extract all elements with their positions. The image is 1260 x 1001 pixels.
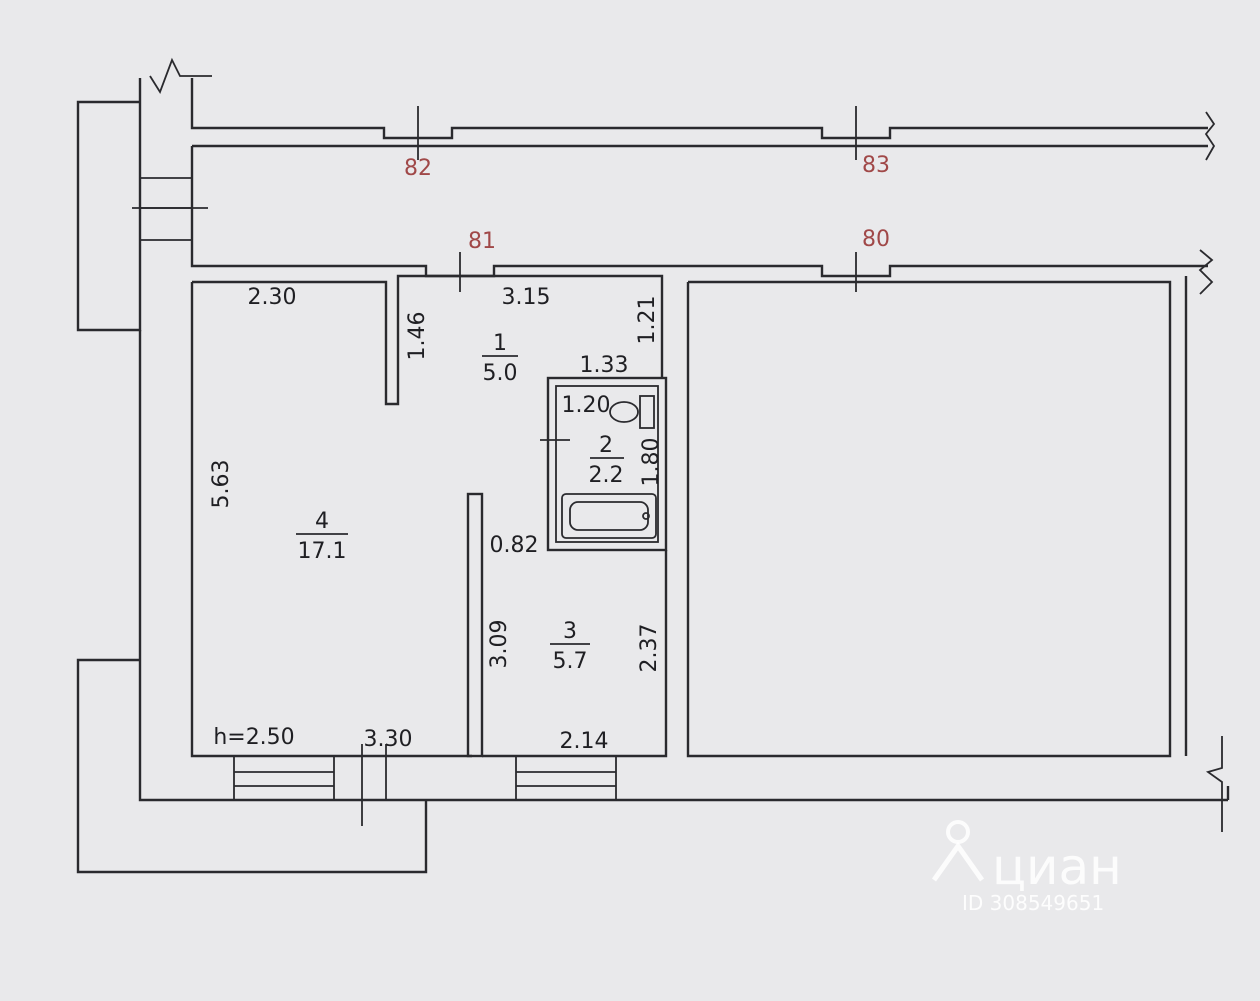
dimension-1-21: 1.21 — [635, 296, 660, 345]
dimension-0-82: 0.82 — [490, 533, 539, 558]
axis-label-80: 80 — [862, 227, 890, 252]
dimension-5-63: 5.63 — [209, 460, 234, 509]
dimension-2-14: 2.14 — [560, 729, 609, 754]
location-pin-icon — [931, 820, 985, 882]
dimension-1-33: 1.33 — [580, 353, 629, 378]
room-1-number: 1 — [493, 331, 507, 356]
axis-label-83: 83 — [862, 153, 890, 178]
dimension-3-09: 3.09 — [487, 620, 512, 669]
watermark-id: ID 308549651 — [962, 891, 1104, 915]
dimension-3-15: 3.15 — [502, 285, 551, 310]
axis-label-81: 81 — [468, 229, 496, 254]
bathtub-icon — [561, 493, 657, 539]
dimension-3-30: 3.30 — [364, 727, 413, 752]
dimension-1-46: 1.46 — [405, 312, 430, 361]
dimension-1-80: 1.80 — [639, 438, 664, 487]
room-4-number: 4 — [315, 509, 329, 534]
room-3-number: 3 — [563, 619, 577, 644]
dimension-1-20: 1.20 — [562, 393, 611, 418]
toilet-icon — [609, 395, 655, 429]
bathroom-fixtures — [561, 395, 657, 539]
room-3-area: 5.7 — [553, 649, 588, 674]
room-2-number: 2 — [599, 433, 613, 458]
ceiling-height: h=2.50 — [213, 725, 294, 750]
axis-label-82: 82 — [404, 156, 432, 181]
watermark-logo: циан — [992, 838, 1122, 896]
dimension-2-37: 2.37 — [637, 624, 662, 673]
axis-ticks — [361, 106, 857, 826]
dimension-2-30: 2.30 — [248, 285, 297, 310]
room-4-area: 17.1 — [298, 539, 347, 564]
room-1-area: 5.0 — [483, 361, 518, 386]
walls — [76, 57, 1230, 874]
watermark: циан ID 308549651 — [931, 820, 1122, 915]
room-2-area: 2.2 — [589, 463, 624, 488]
